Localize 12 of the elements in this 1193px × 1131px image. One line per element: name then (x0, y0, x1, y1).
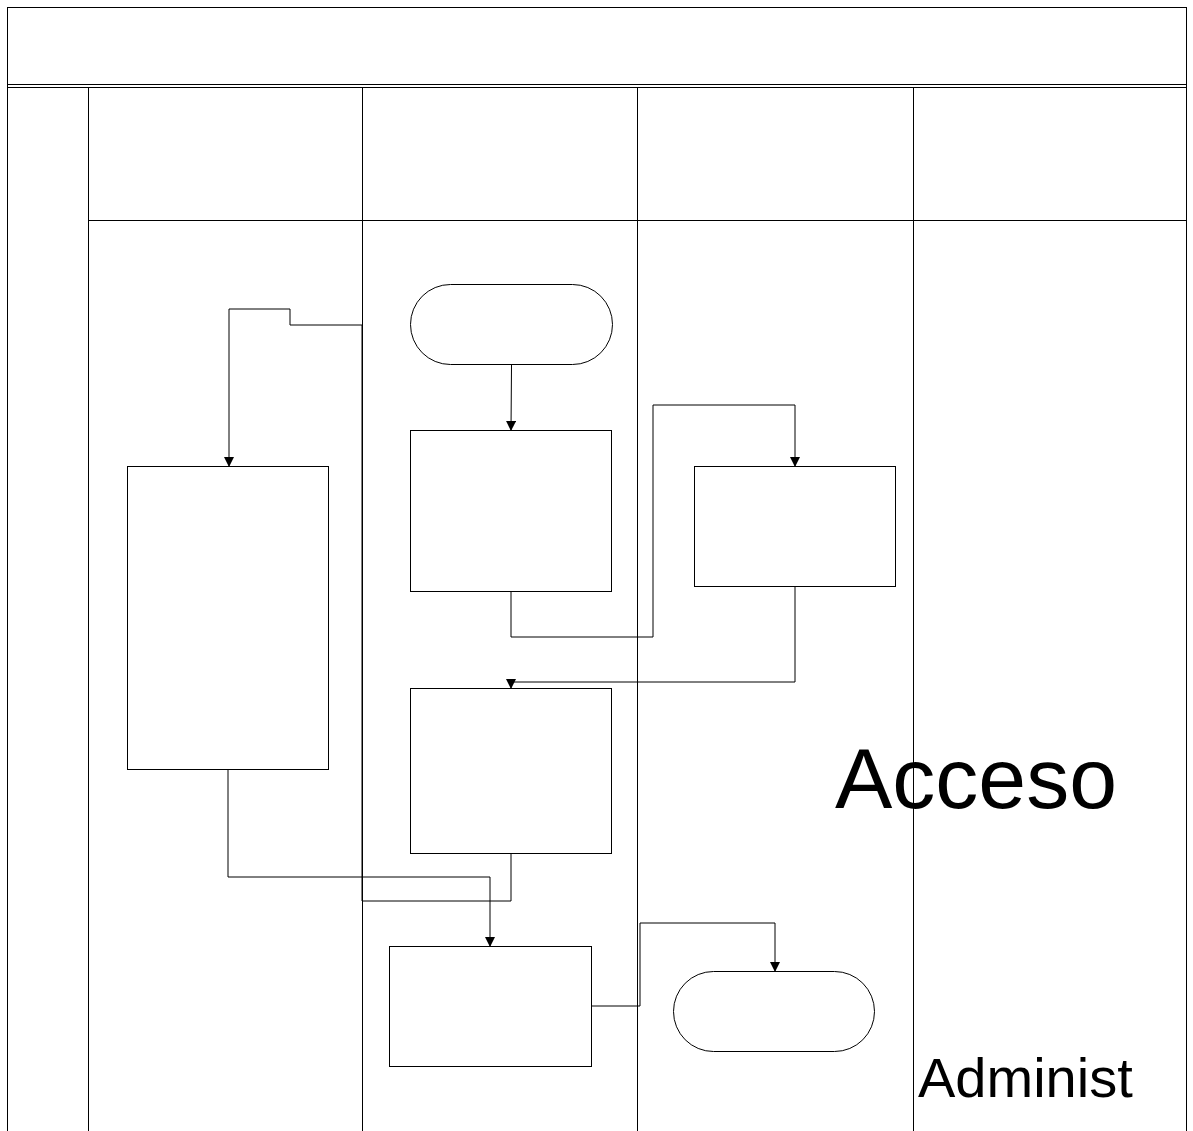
connector-arrow (591, 922, 780, 1007)
process-box (694, 466, 896, 587)
connector-arrow (510, 404, 800, 638)
connector-arrow (506, 364, 517, 431)
process-box (410, 430, 612, 592)
connector-arrow (224, 308, 512, 902)
connector-arrow (227, 769, 495, 947)
process-box (127, 466, 329, 770)
process-box (410, 688, 612, 854)
connector-arrow (506, 586, 796, 689)
lane-label: Administ (918, 1050, 1133, 1106)
process-box (389, 946, 592, 1067)
